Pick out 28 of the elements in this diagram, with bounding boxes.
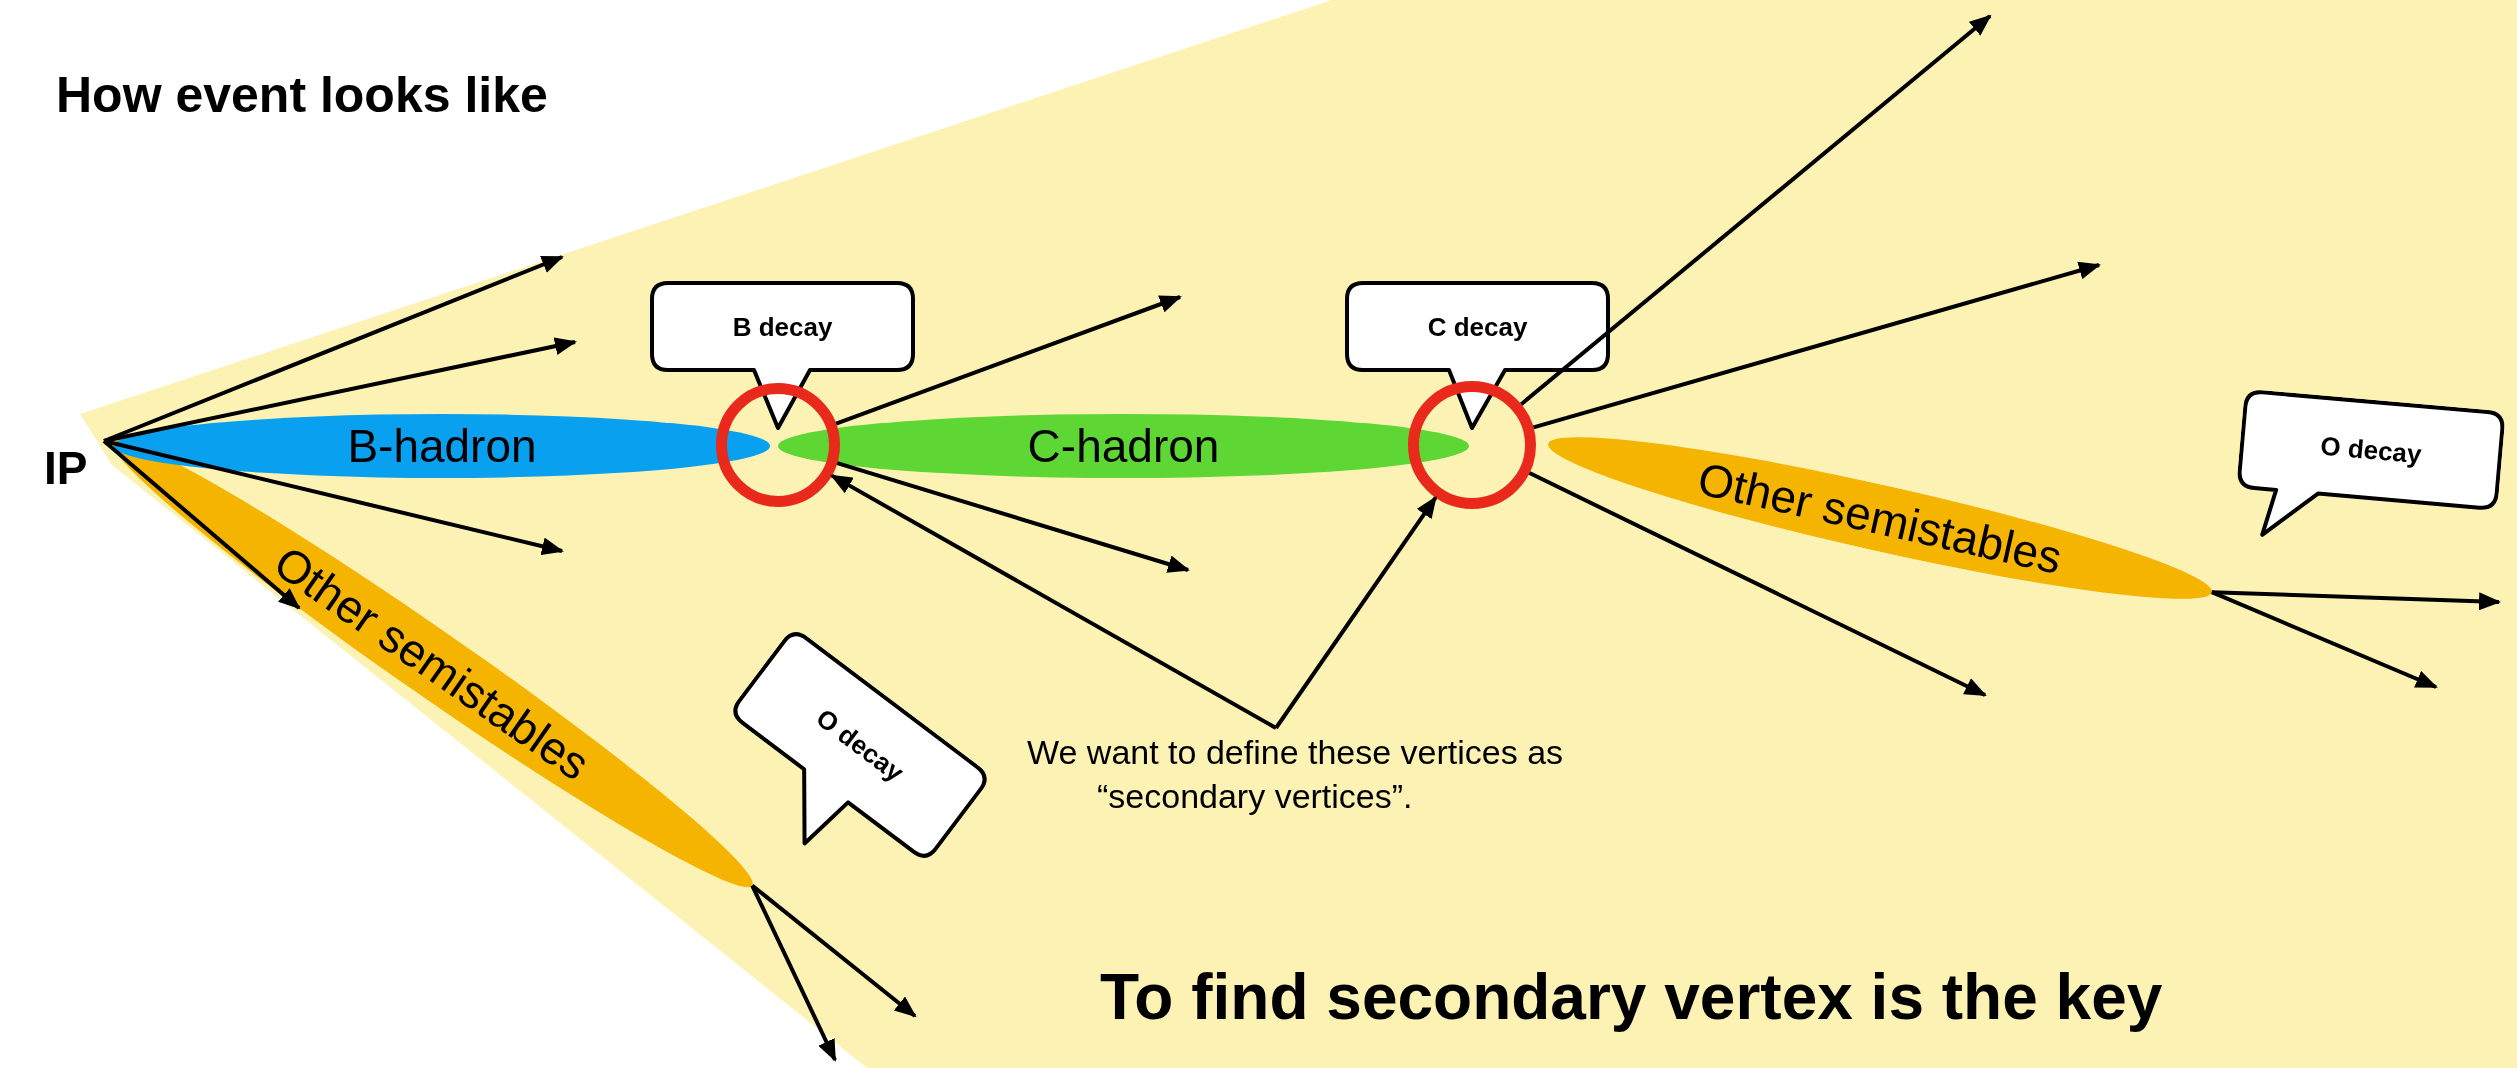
- particle-track: [750, 884, 837, 1062]
- speech-bubble: [650, 281, 915, 430]
- hadron-ellipse: [778, 414, 1469, 478]
- ip-label: IP: [44, 441, 104, 493]
- particle-name: C-hadron: [1027, 423, 1220, 469]
- particle-name: B-hadron: [347, 423, 537, 469]
- particle-track: [103, 439, 564, 556]
- particle-track: [2211, 590, 2438, 689]
- particle-name: Other semistables: [1694, 455, 2066, 581]
- particle-track: [2211, 590, 2501, 611]
- leader-line: [102, 439, 301, 610]
- particle-track: [751, 884, 917, 1018]
- particle-track: [1528, 471, 1987, 697]
- diagram-title: How event looks like: [56, 70, 548, 120]
- particle-track: [835, 295, 1182, 426]
- leader-line: [1274, 495, 1438, 730]
- particle-track: [103, 337, 577, 443]
- note-text: We want to define these vertices as “secondary vertices”.: [1027, 732, 1565, 818]
- particle-track: [1520, 14, 1992, 406]
- hadron-ellipse: [114, 414, 770, 478]
- decay-label: O decay: [2319, 432, 2423, 468]
- leader-line: [830, 473, 1277, 730]
- speech-bubble: [1345, 281, 1610, 430]
- decay-label: B decay: [732, 313, 833, 340]
- particle-track: [1532, 261, 2101, 430]
- particle-track: [836, 461, 1190, 573]
- particle-track: [103, 255, 564, 443]
- decay-label: C decay: [1427, 313, 1528, 340]
